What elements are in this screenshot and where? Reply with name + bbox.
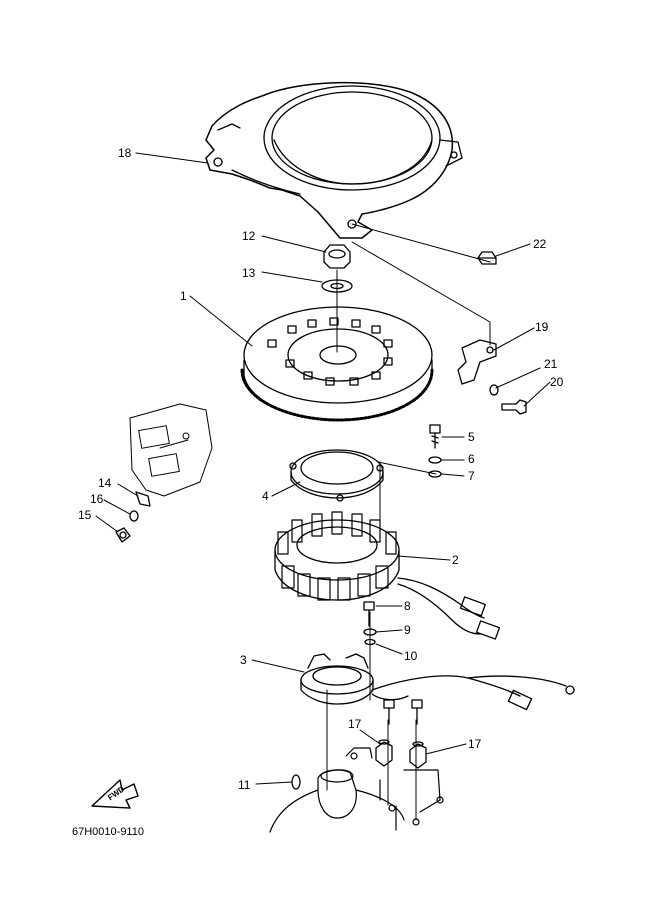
flywheel-bosses xyxy=(267,317,393,386)
callout-21: 21 xyxy=(544,357,558,371)
callout-10: 10 xyxy=(404,649,418,663)
pulser-ring xyxy=(289,449,384,502)
callout-7: 7 xyxy=(468,469,475,483)
bolt-17b xyxy=(411,699,423,725)
washer-10 xyxy=(364,638,376,646)
washer-21 xyxy=(489,384,499,396)
washer-6 xyxy=(428,456,442,464)
washer-16 xyxy=(129,510,139,522)
callout-1: 1 xyxy=(180,289,187,303)
flywheel-cover xyxy=(205,81,463,239)
callout-17-left: 17 xyxy=(348,717,362,731)
diagram-part-number: 67H0010-9110 xyxy=(72,826,144,838)
callout-numbers: 18 12 13 1 22 19 21 20 5 6 7 4 2 8 9 10 … xyxy=(78,146,564,792)
stator-connector-a xyxy=(459,596,486,617)
coil-base xyxy=(300,653,575,711)
callout-18: 18 xyxy=(118,146,132,160)
flywheel-nut xyxy=(323,244,351,269)
callout-3: 3 xyxy=(240,653,247,667)
callout-9: 9 xyxy=(404,623,411,637)
grommet-17a xyxy=(375,739,393,767)
washer-7 xyxy=(428,470,442,478)
bolt-8 xyxy=(363,601,375,627)
grommet-17b xyxy=(409,741,427,769)
flywheel xyxy=(240,306,434,422)
assembly-lines xyxy=(159,223,491,821)
nut-22 xyxy=(477,251,497,265)
screw-15 xyxy=(115,527,131,543)
powerhead-base xyxy=(269,747,444,833)
callout-16: 16 xyxy=(90,492,104,506)
leader-lines xyxy=(95,152,551,785)
coil-connector xyxy=(507,689,533,711)
callout-20: 20 xyxy=(550,375,564,389)
bolt-20 xyxy=(501,399,527,415)
callout-11: 11 xyxy=(238,778,251,792)
stator-windings xyxy=(277,511,397,601)
callout-4: 4 xyxy=(262,489,269,503)
callout-12: 12 xyxy=(242,229,256,243)
callout-14: 14 xyxy=(98,476,112,490)
bolt-17a xyxy=(383,699,395,725)
callout-15: 15 xyxy=(78,508,92,522)
fwd-arrow-icon: FWD xyxy=(91,779,139,809)
bracket xyxy=(457,339,497,385)
coil-terminal xyxy=(565,685,575,695)
callout-8: 8 xyxy=(404,599,411,613)
callout-2: 2 xyxy=(452,553,459,567)
dowel-pin xyxy=(291,774,301,790)
callout-22: 22 xyxy=(533,237,547,251)
clip-14 xyxy=(135,491,151,507)
stator-connector-b xyxy=(475,620,501,640)
callout-17-right: 17 xyxy=(468,737,482,751)
bolt-5 xyxy=(429,424,441,449)
fwd-label: FWD xyxy=(106,784,126,802)
callout-19: 19 xyxy=(535,320,549,334)
callout-13: 13 xyxy=(242,266,256,280)
callout-5: 5 xyxy=(468,430,475,444)
callout-6: 6 xyxy=(468,452,475,466)
gasket-plate xyxy=(129,403,213,497)
stator xyxy=(274,511,501,640)
